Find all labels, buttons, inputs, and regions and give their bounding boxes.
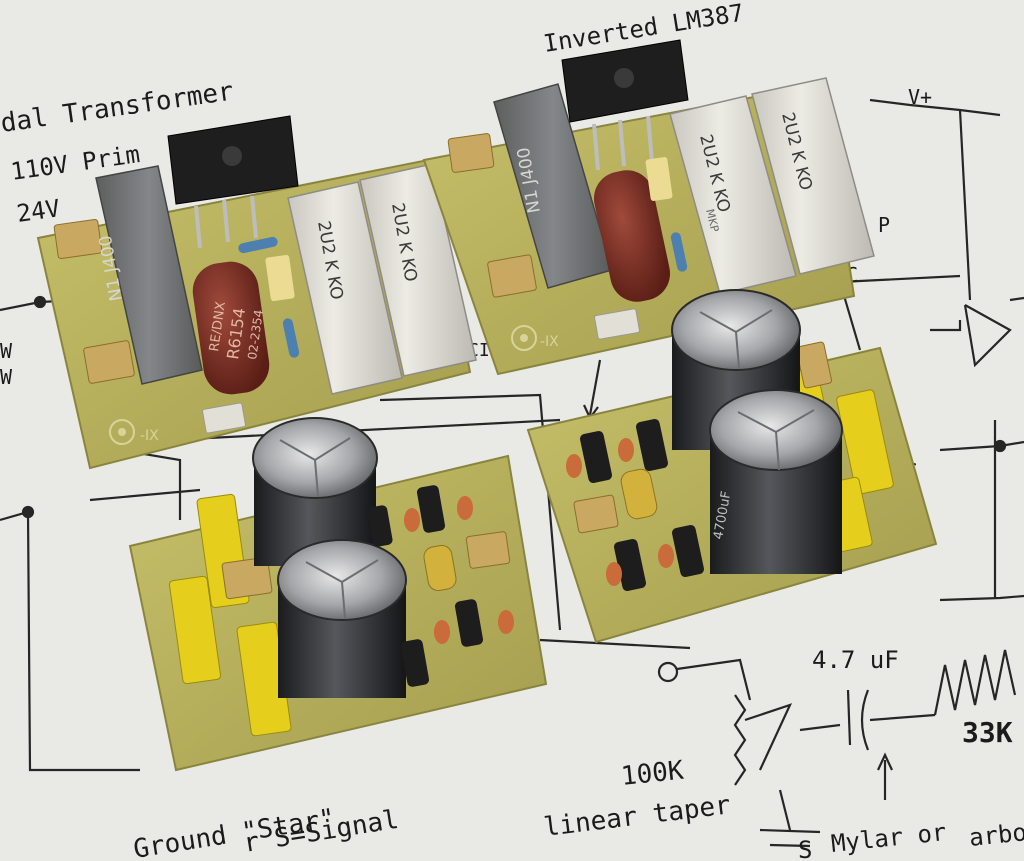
label-secondary: 24V [15,194,62,228]
label-w2: W [0,365,13,389]
electrolytic-capacitor-4: 4700uF [709,389,843,574]
electrolytic-capacitor-2 [277,539,407,698]
regulator-chip [167,115,299,249]
label-vplus: V+ [908,85,932,109]
psu-board-left [128,417,548,772]
power-resistor: RE/DNX R6154 02-2354 [192,261,270,395]
white-film-capacitor-2: 2U2 K KO [359,163,477,377]
label-s-bottom: S [798,836,812,861]
label-carbon: arbo [968,818,1024,852]
svg-text:-IX: -IX [140,428,159,444]
resistor-text-1: RE/DNX [207,301,229,353]
label-p: P [878,213,890,237]
white-film-capacitor-4: 2U2 K KO [751,77,875,275]
label-pot: 100K [620,756,686,792]
svg-text:-IX: -IX [540,334,559,350]
label-w1: W [0,339,13,363]
mkp-text: MKP [703,208,721,234]
regulator-chip-2 [561,39,689,171]
white-film-capacitor-3: 2U2 K KO MKP [669,95,797,295]
power-resistor-2 [593,170,671,302]
amp-board-left: -IX N1 J400 RE/DNX R6154 02-2354 [36,115,477,470]
resistor-text-3: 02-2354 [245,309,266,361]
schematic-lines [0,98,1024,848]
psu-board-right: 4700uF [526,289,938,644]
label-cap: 4.7 uF [812,646,899,674]
label-33k: 33K [962,716,1013,749]
white-film-capacitor-1: 2U2 K KO [287,181,403,395]
